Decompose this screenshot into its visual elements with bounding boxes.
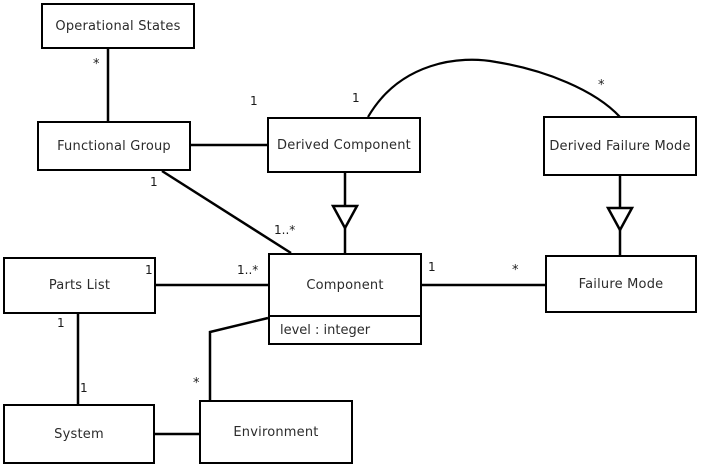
multiplicity-operational-states-functional-group: *: [93, 57, 100, 72]
class-name-failure-mode: Failure Mode: [578, 276, 664, 292]
class-name-environment: Environment: [233, 424, 319, 440]
class-attribute-component-level: level : integer: [270, 315, 420, 343]
uml-class-component[interactable]: Component level : integer: [268, 253, 422, 345]
multiplicity-parts-list-to-component: 1: [145, 263, 153, 277]
class-name-parts-list: Parts List: [48, 278, 111, 293]
connector-derived-component-derived-failure-mode: [367, 58, 621, 118]
connector-functional-group-component: [161, 169, 292, 255]
uml-class-operational-states[interactable]: Operational States: [41, 3, 195, 49]
uml-class-parts-list[interactable]: Parts List: [3, 257, 156, 314]
multiplicity-functional-group-derived-component: 1: [250, 94, 258, 108]
generalization-triangle-derived-component: [330, 204, 360, 231]
class-name-derived-failure-mode: Derived Failure Mode: [549, 138, 691, 154]
multiplicity-component-from-functional-group: 1..*: [274, 223, 296, 237]
uml-class-failure-mode[interactable]: Failure Mode: [545, 255, 697, 313]
multiplicity-environment-to-component: *: [193, 376, 200, 391]
multiplicity-component-to-failure-mode: 1: [428, 260, 436, 274]
multiplicity-parts-list-to-system: 1: [57, 316, 65, 330]
uml-class-environment[interactable]: Environment: [199, 400, 353, 464]
class-name-system: System: [54, 426, 104, 442]
multiplicity-system-from-parts-list: 1: [80, 381, 88, 395]
class-name-component: Component: [306, 277, 384, 293]
connector-environment-component: [208, 316, 269, 400]
uml-class-system[interactable]: System: [3, 404, 155, 464]
class-name-functional-group: Functional Group: [57, 138, 171, 154]
multiplicity-component-from-parts-list: 1..*: [237, 263, 259, 277]
multiplicity-functional-group-component: 1: [150, 175, 158, 189]
class-name-derived-component: Derived Component: [277, 137, 411, 153]
uml-class-functional-group[interactable]: Functional Group: [37, 121, 191, 171]
multiplicity-failure-mode-from-component: *: [512, 263, 519, 278]
multiplicity-derived-component-to-derived-failure-mode: 1: [352, 91, 360, 105]
generalization-triangle-derived-failure-mode: [605, 206, 635, 233]
uml-class-derived-failure-mode[interactable]: Derived Failure Mode: [543, 116, 697, 176]
multiplicity-derived-failure-mode-from-derived-component: *: [598, 78, 605, 93]
class-name-operational-states: Operational States: [55, 18, 181, 34]
uml-class-derived-component[interactable]: Derived Component: [267, 117, 421, 173]
